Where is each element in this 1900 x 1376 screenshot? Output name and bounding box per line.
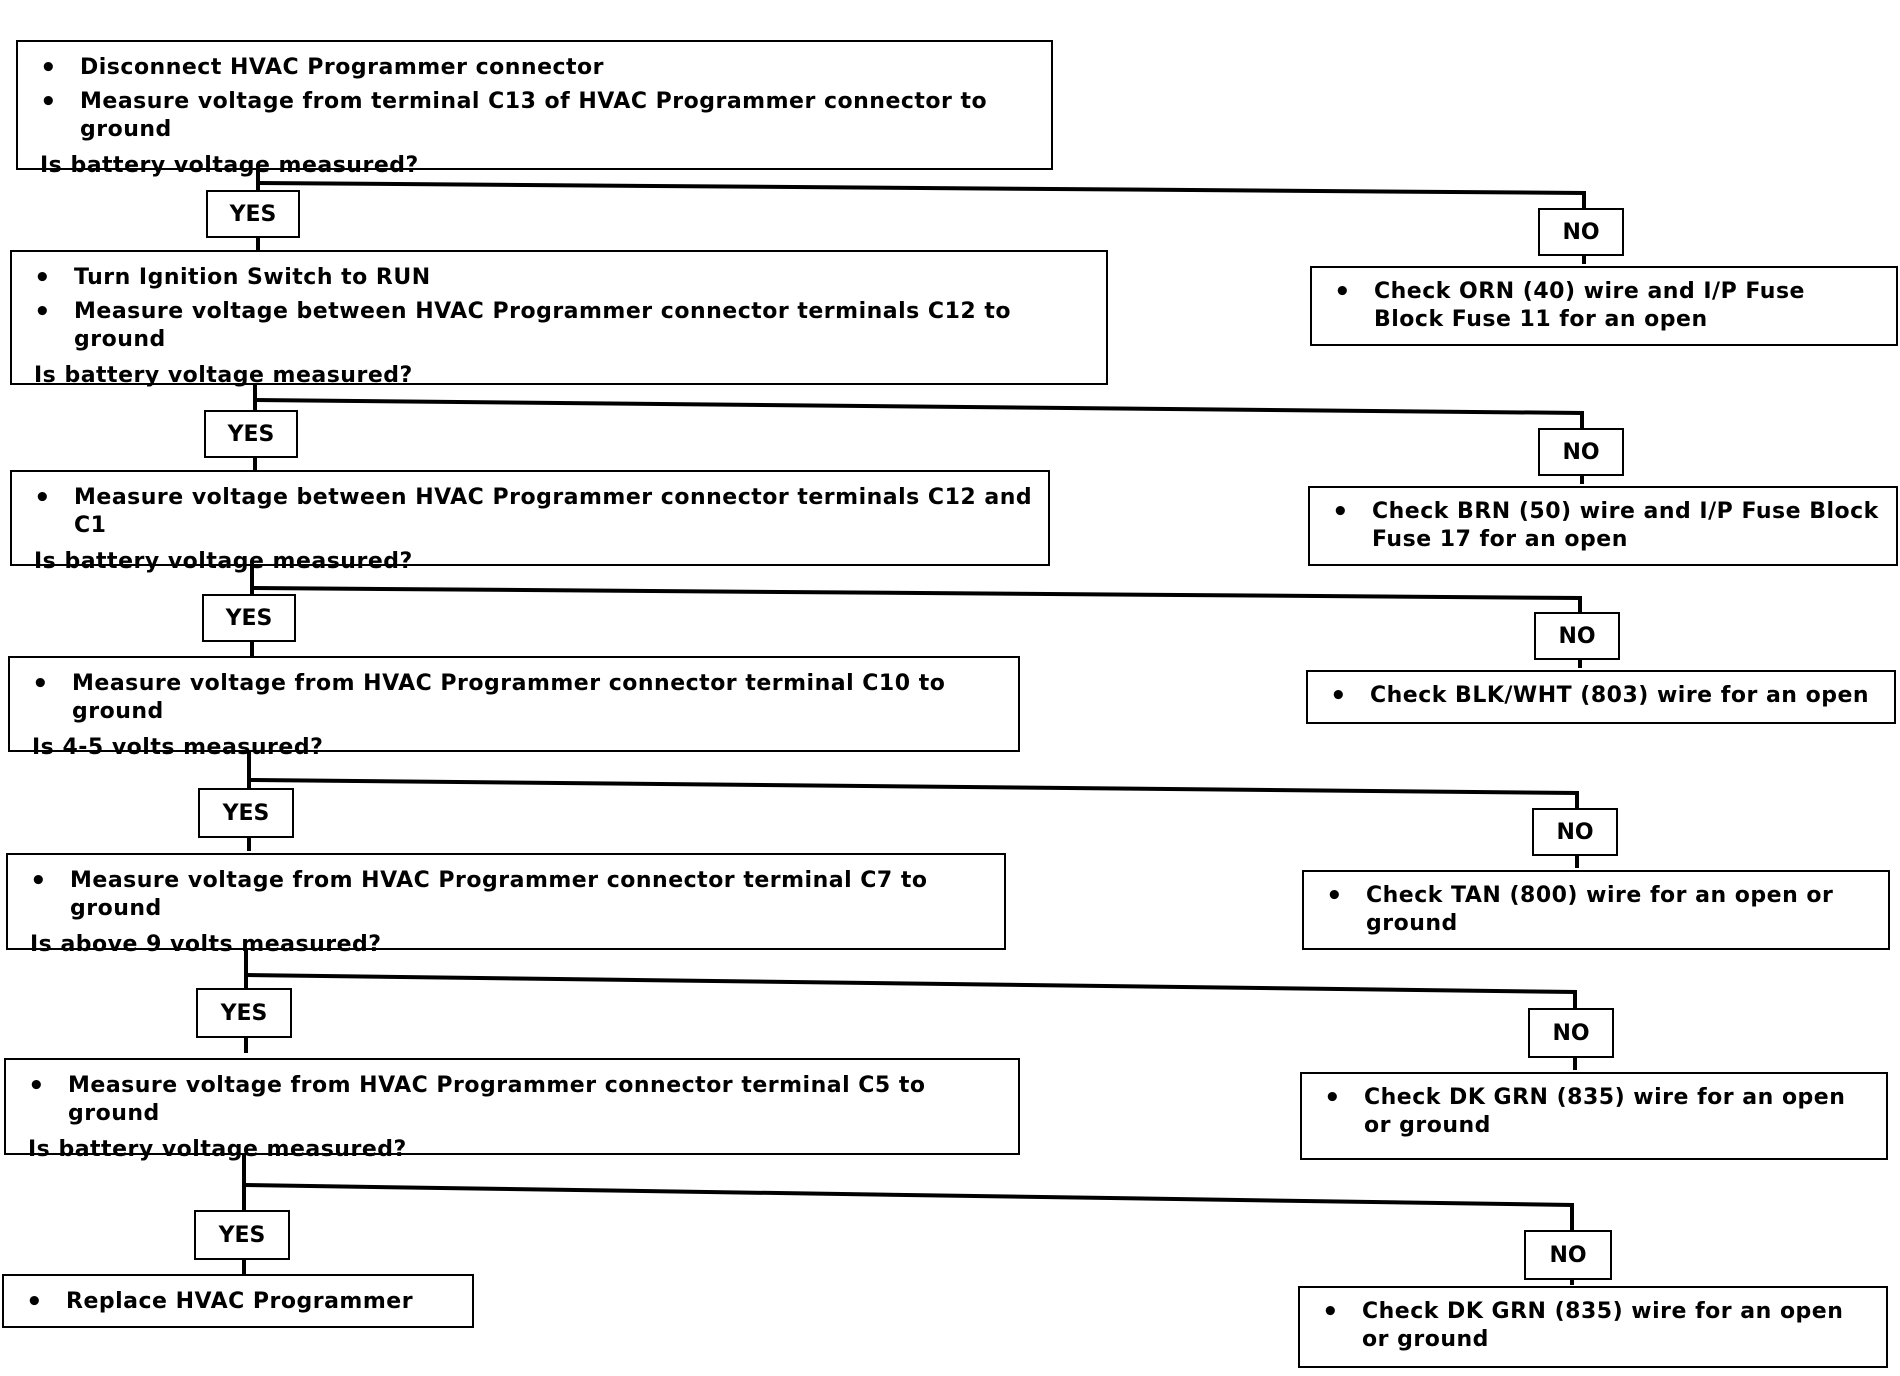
- yes-label: YES: [206, 190, 300, 238]
- no-label: NO: [1538, 428, 1624, 476]
- test-step-2: Turn Ignition Switch to RUN Measure volt…: [10, 250, 1108, 388]
- no-action-2-text: Check BRN (50) wire and I/P Fuse Block F…: [1332, 498, 1882, 554]
- test-step-4: Measure voltage from HVAC Programmer con…: [8, 656, 1020, 760]
- yes-label: YES: [198, 788, 294, 838]
- yes-label: YES: [204, 410, 298, 458]
- test-step-6: Measure voltage from HVAC Programmer con…: [4, 1058, 1020, 1162]
- no-line: [245, 973, 1577, 1070]
- test-step-3: Measure voltage between HVAC Programmer …: [10, 470, 1050, 574]
- yes-label: YES: [194, 1210, 290, 1260]
- step-1-bullet-2: Measure voltage from terminal C13 of HVA…: [40, 88, 1037, 144]
- step-6-question: Is battery voltage measured?: [28, 1137, 407, 1162]
- no-label: NO: [1532, 808, 1618, 856]
- final-action-text: Replace HVAC Programmer: [26, 1288, 458, 1316]
- step-1-bullet-1: Disconnect HVAC Programmer connector: [40, 54, 1037, 82]
- no-action-1: Check ORN (40) wire and I/P Fuse Block F…: [1310, 266, 1898, 346]
- no-action-6-text: Check DK GRN (835) wire for an open or g…: [1322, 1298, 1872, 1354]
- step-3-question: Is battery voltage measured?: [34, 549, 413, 574]
- step-3-bullet-1: Measure voltage between HVAC Programmer …: [34, 484, 1034, 540]
- step-6-bullet-1: Measure voltage from HVAC Programmer con…: [28, 1072, 1004, 1128]
- no-action-5: Check DK GRN (835) wire for an open or g…: [1300, 1072, 1888, 1160]
- no-action-3: Check BLK/WHT (803) wire for an open: [1306, 670, 1896, 724]
- no-action-4: Check TAN (800) wire for an open or grou…: [1302, 870, 1890, 950]
- no-label: NO: [1534, 612, 1620, 660]
- yes-label: YES: [202, 594, 296, 642]
- no-action-3-text: Check BLK/WHT (803) wire for an open: [1330, 682, 1880, 710]
- no-label: NO: [1528, 1008, 1614, 1058]
- yes-label: YES: [196, 988, 292, 1038]
- step-5-bullet-1: Measure voltage from HVAC Programmer con…: [30, 867, 990, 923]
- final-action: Replace HVAC Programmer: [2, 1274, 474, 1328]
- test-step-1: Disconnect HVAC Programmer connector Mea…: [16, 40, 1053, 178]
- step-2-bullet-2: Measure voltage between HVAC Programmer …: [34, 298, 1092, 354]
- no-label: NO: [1538, 208, 1624, 256]
- step-2-bullet-1: Turn Ignition Switch to RUN: [34, 264, 1092, 292]
- test-step-5: Measure voltage from HVAC Programmer con…: [6, 853, 1006, 957]
- step-1-question: Is battery voltage measured?: [40, 153, 419, 178]
- step-4-bullet-1: Measure voltage from HVAC Programmer con…: [32, 670, 1004, 726]
- no-label: NO: [1524, 1230, 1612, 1280]
- no-line: [243, 1183, 1574, 1285]
- step-5-question: Is above 9 volts measured?: [30, 932, 382, 957]
- no-action-1-text: Check ORN (40) wire and I/P Fuse Block F…: [1334, 278, 1882, 334]
- no-action-2: Check BRN (50) wire and I/P Fuse Block F…: [1308, 486, 1898, 566]
- no-action-4-text: Check TAN (800) wire for an open or grou…: [1326, 882, 1874, 938]
- no-action-5-text: Check DK GRN (835) wire for an open or g…: [1324, 1084, 1872, 1140]
- no-action-6: Check DK GRN (835) wire for an open or g…: [1298, 1286, 1888, 1368]
- step-2-question: Is battery voltage measured?: [34, 363, 413, 388]
- step-4-question: Is 4-5 volts measured?: [32, 735, 324, 760]
